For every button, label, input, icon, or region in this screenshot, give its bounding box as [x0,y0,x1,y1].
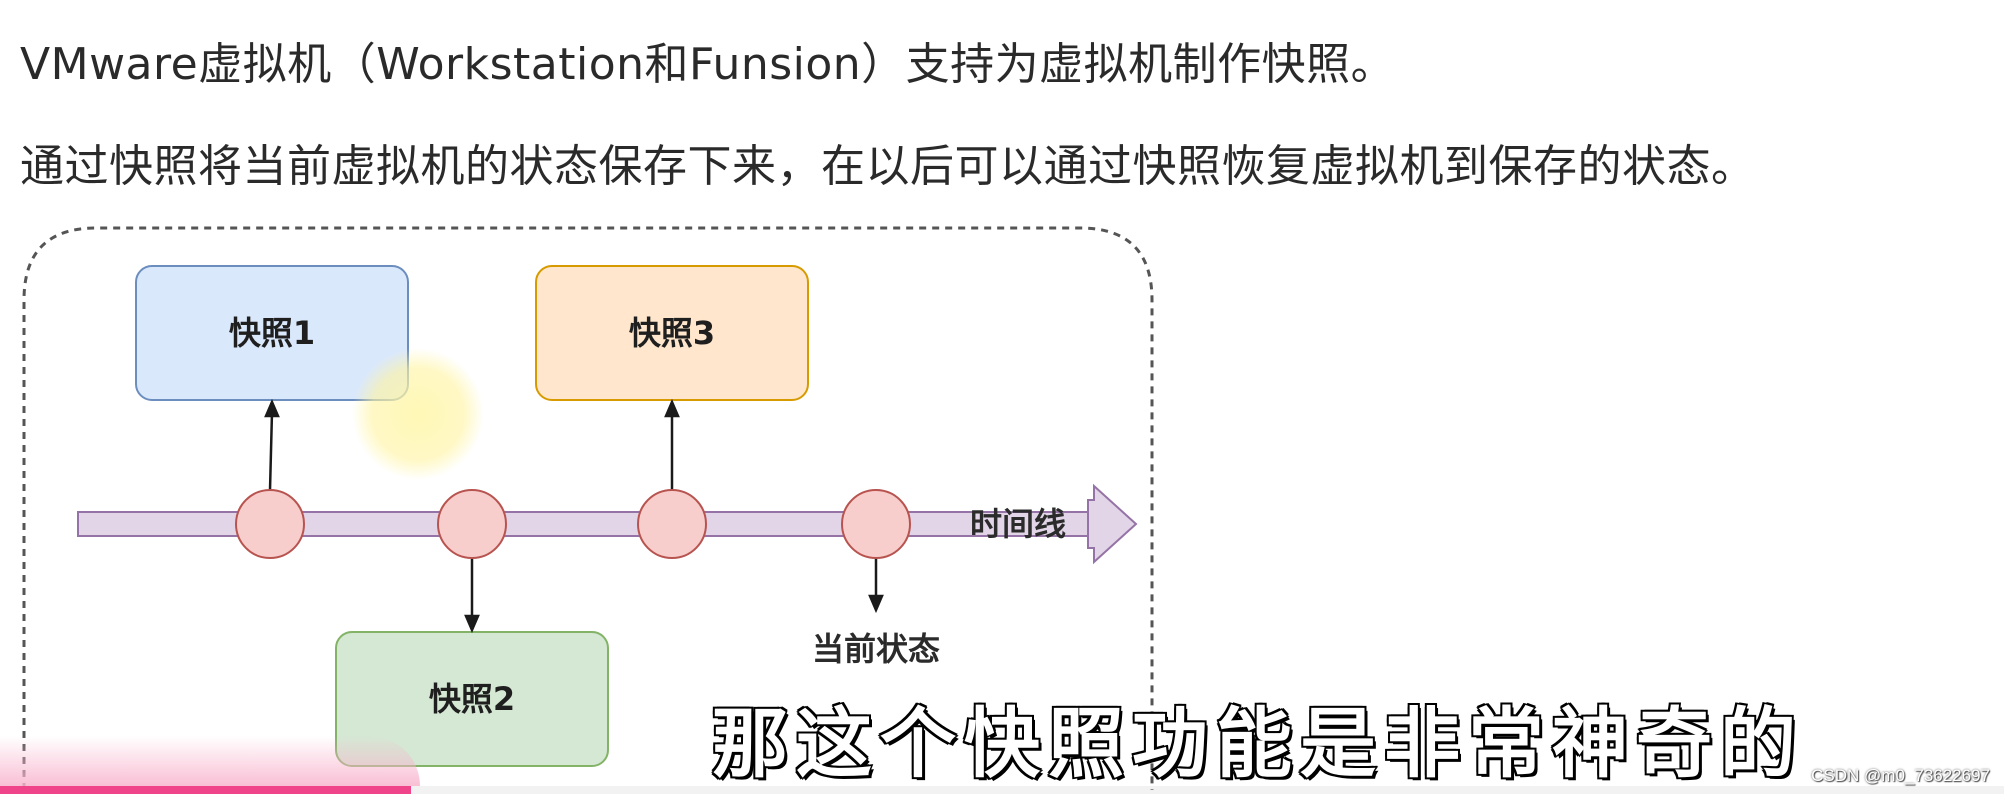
timeline-label: 时间线 [970,505,1066,543]
diagram-dashed-frame [22,226,1154,790]
timeline-node-1 [235,489,305,559]
arrow-node1-to-snapshot1 [264,398,280,491]
snapshot-3-box: 快照3 [535,265,809,401]
timeline-node-3 [637,489,707,559]
snapshot-1-label: 快照1 [229,314,315,352]
intro-line-1: VMware虚拟机（Workstation和Funsion）支持为虚拟机制作快照… [20,39,1396,90]
snapshot-1-box: 快照1 [135,265,409,401]
video-progress-fill [0,786,411,794]
snapshot-3-label: 快照3 [629,314,715,352]
snapshot-2-label: 快照2 [429,680,515,718]
video-subtitle: 那这个快照功能是非常神奇的 [711,699,1804,788]
arrow-node4-to-current-state [868,558,884,614]
arrow-node3-to-snapshot3 [664,398,680,490]
current-state-label: 当前状态 [812,630,940,668]
timeline-node-2 [437,489,507,559]
watermark: CSDN @m0_73622697 [1811,766,1990,785]
intro-line-2: 通过快照将当前虚拟机的状态保存下来，在以后可以通过快照恢复虚拟机到保存的状态。 [20,141,1756,192]
timeline-node-4 [841,489,911,559]
cursor-highlight [352,348,484,480]
arrow-node2-to-snapshot2 [464,558,480,634]
video-progress-bar[interactable] [0,786,2004,794]
timeline-arrow [77,483,1138,565]
progress-glow [0,736,420,786]
